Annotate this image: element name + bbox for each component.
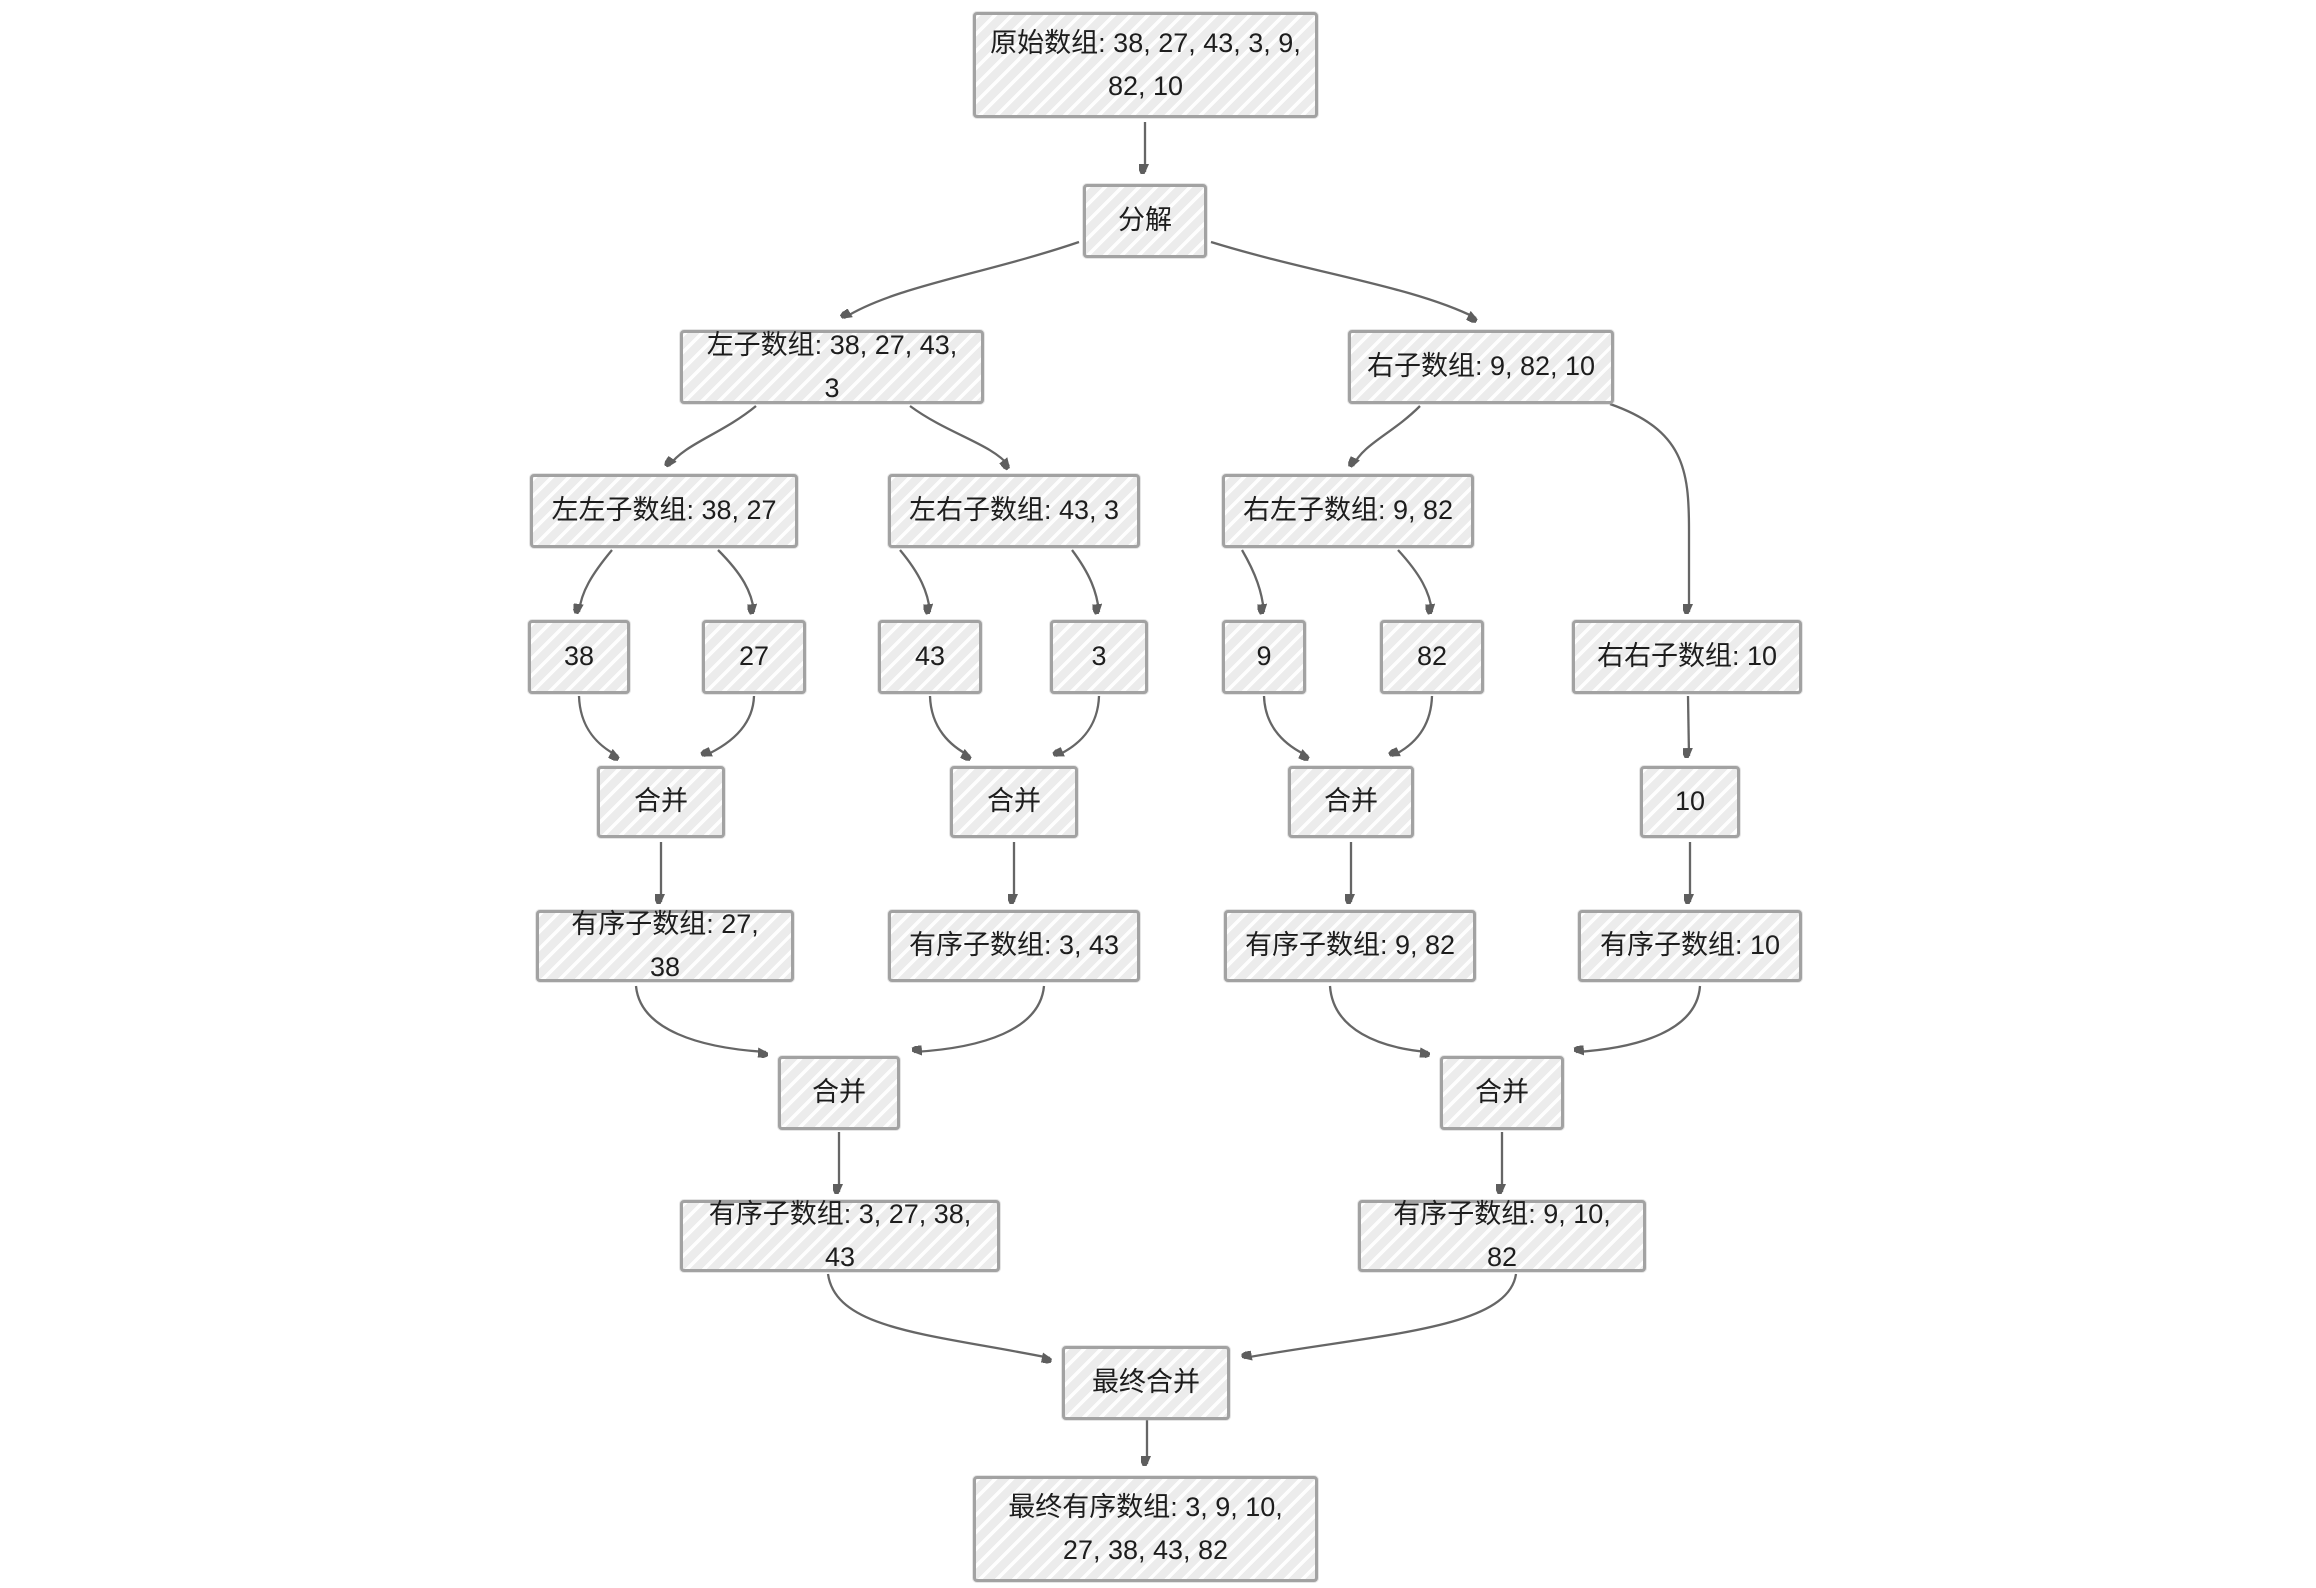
edge-right-right-to-10 [1688,695,1689,756]
edge-decompose-to-left-sub [844,240,1080,318]
node-leaf-38: 38 [528,620,630,694]
node-sorted-right-half: 有序子数组: 9, 10, 82 [1358,1199,1646,1272]
node-final-sorted-array: 最终有序数组: 3, 9, 10, 27, 38, 43, 82 [973,1476,1318,1582]
edge-right-left-to-82 [1397,549,1432,612]
node-merge-43-3: 合并 [950,766,1078,838]
edge-sorted-right-to-final-merge [1244,1273,1518,1358]
node-left-right-subarray: 左右子数组: 43, 3 [888,474,1140,548]
edge-sorted-27-38-to-merge-left [634,985,766,1052]
node-right-right-subarray: 右右子数组: 10 [1572,620,1802,694]
edge-left-sub-to-left-left [669,405,757,466]
edge-sorted-10-to-merge-right [1576,985,1702,1052]
edge-decompose-to-right-sub [1210,240,1476,318]
edge-9-to-merge3 [1262,695,1308,756]
node-right-subarray: 右子数组: 9, 82, 10 [1348,330,1614,404]
edge-right-left-to-9 [1241,549,1264,612]
edge-left-right-to-43 [899,549,930,612]
node-leaf-9: 9 [1222,620,1306,694]
edge-right-sub-to-right-right [1609,402,1689,612]
node-final-merge: 最终合并 [1062,1346,1230,1420]
node-sorted-9-82: 有序子数组: 9, 82 [1224,910,1476,982]
edge-38-to-merge1 [577,695,618,756]
node-sorted-10: 有序子数组: 10 [1578,910,1802,982]
node-left-subarray: 左子数组: 38, 27, 43, 3 [680,330,984,404]
edge-right-sub-to-right-left [1353,405,1421,466]
node-merge-38-27: 合并 [597,766,725,838]
edge-sorted-9-82-to-merge-right [1328,985,1428,1052]
node-merge-left-half: 合并 [778,1056,900,1130]
node-right-left-subarray: 右左子数组: 9, 82 [1222,474,1474,548]
node-original-array: 原始数组: 38, 27, 43, 3, 9, 82, 10 [973,12,1318,118]
edge-sorted-left-to-final-merge [826,1273,1050,1358]
node-decompose: 分解 [1083,184,1207,258]
edge-3-to-merge2 [1056,695,1101,758]
node-left-left-subarray: 左左子数组: 38, 27 [530,474,798,548]
edge-left-left-to-27 [717,549,754,612]
node-merge-9-82: 合并 [1288,766,1414,838]
node-leaf-82: 82 [1380,620,1484,694]
node-leaf-10: 10 [1640,766,1740,838]
edge-sorted-3-43-to-merge-left [914,985,1046,1052]
node-sorted-left-half: 有序子数组: 3, 27, 38, 43 [680,1199,1000,1272]
node-merge-right-half: 合并 [1440,1056,1564,1130]
edge-82-to-merge3 [1392,695,1434,758]
edge-left-sub-to-left-right [909,405,1009,466]
node-leaf-43: 43 [878,620,982,694]
node-sorted-27-38: 有序子数组: 27, 38 [536,909,794,982]
edge-27-to-merge1 [704,695,756,758]
edge-43-to-merge2 [928,695,970,756]
edge-left-right-to-3 [1071,549,1099,612]
node-sorted-3-43: 有序子数组: 3, 43 [888,910,1140,982]
node-leaf-27: 27 [702,620,806,694]
edge-left-left-to-38 [579,549,613,612]
node-leaf-3: 3 [1050,620,1148,694]
